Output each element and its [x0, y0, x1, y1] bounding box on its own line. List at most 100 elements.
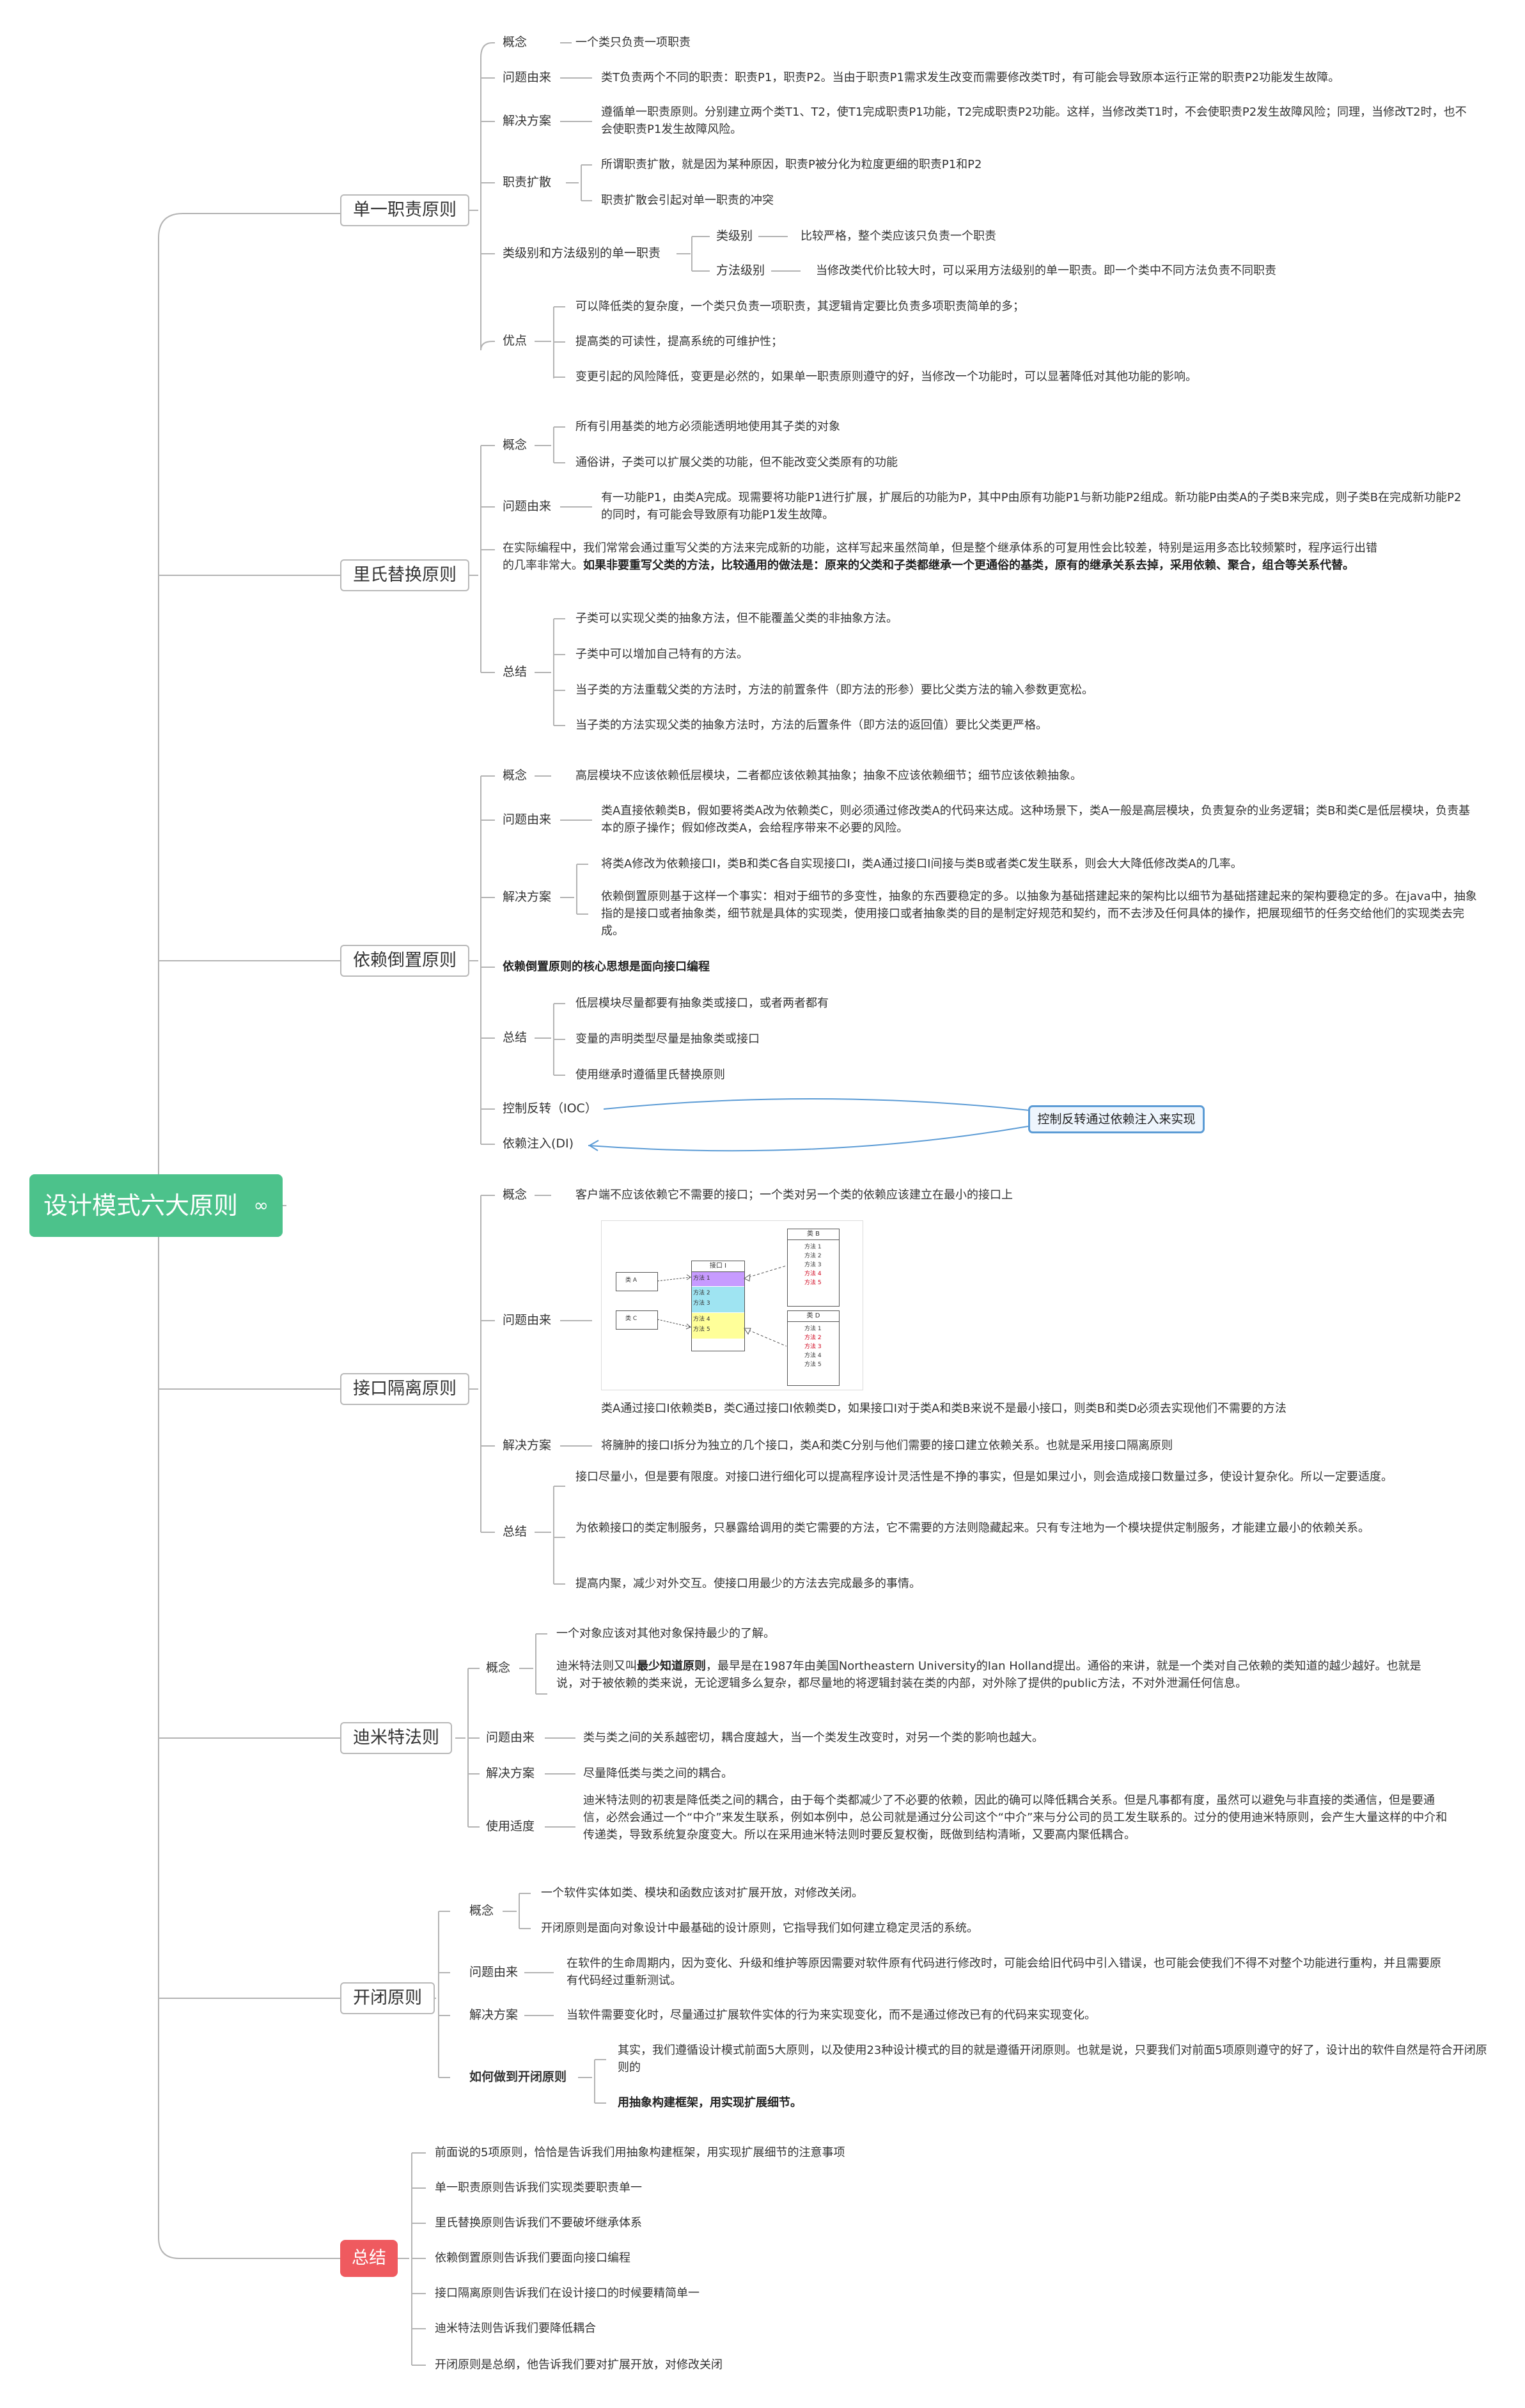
summary-item[interactable]: 里氏替换原则告诉我们不要破坏继承体系	[435, 2216, 642, 2230]
ocp-how-1[interactable]: 其实，我们遵循设计模式前面5大原则，以及使用23种设计模式的目的就是遵循开闭原则…	[618, 2044, 1487, 2074]
branch-lsp[interactable]: 里氏替换原则	[340, 559, 469, 591]
srp-concept[interactable]: 一个类只负责一项职责	[575, 36, 691, 49]
srp-classlevel-label[interactable]: 类级别	[716, 229, 753, 243]
uml-d-m5: 方法 5	[804, 1362, 822, 1368]
root-title: 设计模式六大原则	[43, 1192, 239, 1220]
srp-expand-label[interactable]: 职责扩散	[503, 175, 552, 189]
uml-iface-row-23	[692, 1287, 744, 1312]
ocp-solution-label[interactable]: 解决方案	[469, 2008, 519, 2022]
lod-concept-label[interactable]: 概念	[486, 1661, 511, 1675]
isp-problem[interactable]: 类A通过接口I依赖类B，类C通过接口I依赖类D，如果接口I对于类A和类B来说不是…	[601, 1402, 1286, 1415]
srp-methodlevel[interactable]: 当修改类代价比较大时，可以采用方法级别的单一职责。即一个类中不同方法负责不同职责	[816, 264, 1276, 277]
srp-solution[interactable]: 遵循单一职责原则。分别建立两个类T1、T2，使T1完成职责P1功能，T2完成职责…	[601, 105, 1467, 136]
dip-sum-1[interactable]: 低层模块尽量都要有抽象类或接口，或者两者都有	[575, 997, 829, 1010]
lod-problem-label[interactable]: 问题由来	[486, 1730, 535, 1744]
dip-sum-3[interactable]: 使用继承时遵循里氏替换原则	[575, 1068, 725, 1082]
isp-uml-diagram: 类 A 类 C 接口 I 方法 1 方法 2 方法 3 方法 4 方法 5 类 …	[601, 1220, 863, 1390]
srp-adv-label[interactable]: 优点	[503, 334, 528, 348]
ocp-concept-2[interactable]: 开闭原则是面向对象设计中最基础的设计原则，它指导我们如何建立稳定灵活的系统。	[541, 1922, 978, 1935]
lod-concept-2[interactable]: 迪米特法则又叫最少知道原则，最早是在1987年由美国Northeastern U…	[556, 1658, 1426, 1692]
dip-ioc[interactable]: 控制反转（IOC）	[503, 1101, 597, 1115]
isp-sum-3[interactable]: 提高内聚，减少对外交互。使接口用最少的方法去完成最多的事情。	[575, 1577, 921, 1590]
isp-summary-label[interactable]: 总结	[503, 1525, 528, 1539]
dip-problem-label[interactable]: 问题由来	[503, 812, 552, 827]
uml-iface-m3: 方法 3	[693, 1300, 710, 1307]
lod-problem[interactable]: 类与类之间的关系越密切，耦合度越大，当一个类发生改变时，对另一个类的影响也越大。	[583, 1731, 1044, 1744]
isp-problem-label[interactable]: 问题由来	[503, 1313, 552, 1327]
branch-lod[interactable]: 迪米特法则	[340, 1722, 452, 1754]
lsp-concept-2[interactable]: 通俗讲，子类可以扩展父类的功能，但不能改变父类原有的功能	[575, 456, 898, 469]
summary-item[interactable]: 单一职责原则告诉我们实现类要职责单一	[435, 2181, 642, 2194]
lod-solution-label[interactable]: 解决方案	[486, 1766, 535, 1780]
isp-concept-label[interactable]: 概念	[503, 1188, 528, 1202]
ocp-concept-label[interactable]: 概念	[469, 1904, 494, 1918]
lod-solution[interactable]: 尽量降低类与类之间的耦合。	[583, 1767, 733, 1780]
ocp-solution[interactable]: 当软件需要变化时，尽量通过扩展软件实体的行为来实现变化，而不是通过修改已有的代码…	[567, 2008, 1096, 2022]
branch-srp[interactable]: 单一职责原则	[340, 194, 469, 226]
uml-iface-m1: 方法 1	[693, 1275, 710, 1282]
lsp-problem-label[interactable]: 问题由来	[503, 499, 552, 513]
summary-item[interactable]: 前面说的5项原则，恰恰是告诉我们用抽象构建框架，用实现扩展细节的注意事项	[435, 2146, 845, 2159]
uml-class-b-title: 类 B	[788, 1229, 839, 1240]
summary-item[interactable]: 迪米特法则告诉我们要降低耦合	[435, 2322, 596, 2335]
dip-concept[interactable]: 高层模块不应该依赖低层模块，二者都应该依赖其抽象；抽象不应该依赖细节；细节应该依…	[575, 769, 1082, 782]
lod-usage-label[interactable]: 使用适度	[486, 1819, 535, 1833]
lod-concept-2-pre: 迪米特法则又叫	[556, 1659, 637, 1673]
srp-concept-label[interactable]: 概念	[503, 35, 528, 49]
srp-methodlevel-label[interactable]: 方法级别	[716, 263, 765, 277]
branch-summary[interactable]: 总结	[340, 2240, 398, 2277]
lsp-concept-label[interactable]: 概念	[503, 438, 528, 452]
lod-usage[interactable]: 迪米特法则的初衷是降低类之间的耦合，由于每个类都减少了不必要的依赖，因此的确可以…	[583, 1794, 1448, 1842]
dip-sum-2[interactable]: 变量的声明类型尽量是抽象类或接口	[575, 1032, 760, 1046]
isp-concept[interactable]: 客户端不应该依赖它不需要的接口；一个类对另一个类的依赖应该建立在最小的接口上	[575, 1188, 1013, 1202]
srp-adv-3[interactable]: 变更引起的风险降低，变更是必然的，如果单一职责原则遵守的好，当修改一个功能时，可…	[575, 370, 1197, 384]
dip-concept-label[interactable]: 概念	[503, 768, 528, 782]
srp-solution-label[interactable]: 解决方案	[503, 114, 552, 128]
isp-sum-1[interactable]: 接口尽量小，但是要有限度。对接口进行细化可以提高程序设计灵活性是不挣的事实，但是…	[575, 1470, 1393, 1484]
isp-sum-2[interactable]: 为依赖接口的类定制服务，只暴露给调用的类它需要的方法，它不需要的方法则隐藏起来。…	[575, 1521, 1370, 1535]
isp-solution-label[interactable]: 解决方案	[503, 1438, 552, 1452]
lsp-sum-3[interactable]: 当子类的方法重载父类的方法时，方法的前置条件（即方法的形参）要比父类方法的输入参…	[575, 683, 1093, 697]
link-icon[interactable]: ∞	[253, 1195, 269, 1216]
lod-concept-1[interactable]: 一个对象应该对其他对象保持最少的了解。	[556, 1627, 775, 1640]
srp-problem-label[interactable]: 问题由来	[503, 70, 552, 84]
ocp-problem[interactable]: 在软件的生命周期内，因为变化、升级和维护等原因需要对软件原有代码进行修改时，可能…	[567, 1957, 1441, 1987]
srp-level-label[interactable]: 类级别和方法级别的单一职责	[503, 246, 661, 260]
lsp-sum-1[interactable]: 子类可以实现父类的抽象方法，但不能覆盖父类的非抽象方法。	[575, 612, 898, 625]
lsp-summary-label[interactable]: 总结	[503, 665, 528, 679]
dip-summary-label[interactable]: 总结	[503, 1030, 528, 1045]
ocp-how-2[interactable]: 用抽象构建框架，用实现扩展细节。	[618, 2096, 802, 2109]
root-topic[interactable]: 设计模式六大原则 ∞	[29, 1174, 283, 1237]
ocp-how-label[interactable]: 如何做到开闭原则	[469, 2070, 567, 2084]
lsp-problem[interactable]: 有一功能P1，由类A完成。现需要将功能P1进行扩展，扩展后的功能为P，其中P由原…	[601, 491, 1462, 522]
ocp-problem-label[interactable]: 问题由来	[469, 1965, 519, 1979]
dip-core[interactable]: 依赖倒置原则的核心思想是面向接口编程	[503, 960, 710, 974]
summary-item[interactable]: 开闭原则是总纲，他告诉我们要对扩展开放，对修改关闭	[435, 2358, 723, 2372]
lsp-sum-4[interactable]: 当子类的方法实现父类的抽象方法时，方法的后置条件（即方法的返回值）要比父类更严格…	[575, 719, 1047, 732]
dip-sol-1[interactable]: 将类A修改为依赖接口I，类B和类C各自实现接口I，类A通过接口I间接与类B或者类…	[601, 857, 1242, 871]
dip-sol-2[interactable]: 依赖倒置原则基于这样一个事实：相对于细节的多变性，抽象的东西要稳定的多。以抽象为…	[601, 890, 1477, 938]
branch-isp[interactable]: 接口隔离原则	[340, 1373, 469, 1405]
uml-d-m2: 方法 2	[804, 1335, 822, 1341]
lsp-sum-2[interactable]: 子类中可以增加自己特有的方法。	[575, 648, 748, 661]
summary-item[interactable]: 依赖倒置原则告诉我们要面向接口编程	[435, 2251, 630, 2265]
ocp-concept-1[interactable]: 一个软件实体如类、模块和函数应该对扩展开放，对修改关闭。	[541, 1886, 863, 1900]
dip-solution-label[interactable]: 解决方案	[503, 890, 552, 904]
branch-dip[interactable]: 依赖倒置原则	[340, 945, 469, 977]
isp-solution[interactable]: 将臃肿的接口I拆分为独立的几个接口，类A和类C分别与他们需要的接口建立依赖关系。…	[601, 1439, 1173, 1452]
srp-classlevel[interactable]: 比较严格，整个类应该只负责一个职责	[801, 229, 996, 243]
srp-adv-1[interactable]: 可以降低类的复杂度，一个类只负责一项职责，其逻辑肯定要比负责多项职责简单的多；	[575, 300, 1024, 313]
srp-problem[interactable]: 类T负责两个不同的职责：职责P1，职责P2。当由于职责P1需求发生改变而需要修改…	[601, 71, 1340, 84]
srp-expand-2[interactable]: 职责扩散会引起对单一职责的冲突	[601, 194, 774, 207]
lsp-note[interactable]: 在实际编程中，我们常常会通过重写父类的方法来完成新的功能，这样写起来虽然简单，但…	[503, 540, 1379, 574]
dip-problem[interactable]: 类A直接依赖类B，假如要将类A改为依赖类C，则必须通过修改类A的代码来达成。这种…	[601, 804, 1471, 835]
dip-di[interactable]: 依赖注入(DI)	[503, 1137, 574, 1151]
srp-expand-1[interactable]: 所谓职责扩散，就是因为某种原因，职责P被分化为粒度更细的职责P1和P2	[601, 158, 982, 171]
branch-ocp[interactable]: 开闭原则	[340, 1982, 435, 2014]
uml-iface-m2: 方法 2	[693, 1290, 710, 1296]
lsp-concept-1[interactable]: 所有引用基类的地方必须能透明地使用其子类的对象	[575, 420, 840, 433]
srp-adv-2[interactable]: 提高类的可读性，提高系统的可维护性；	[575, 335, 783, 348]
summary-item[interactable]: 接口隔离原则告诉我们在设计接口的时候要精简单一	[435, 2287, 700, 2300]
ioc-di-callout[interactable]: 控制反转通过依赖注入来实现	[1028, 1105, 1205, 1133]
